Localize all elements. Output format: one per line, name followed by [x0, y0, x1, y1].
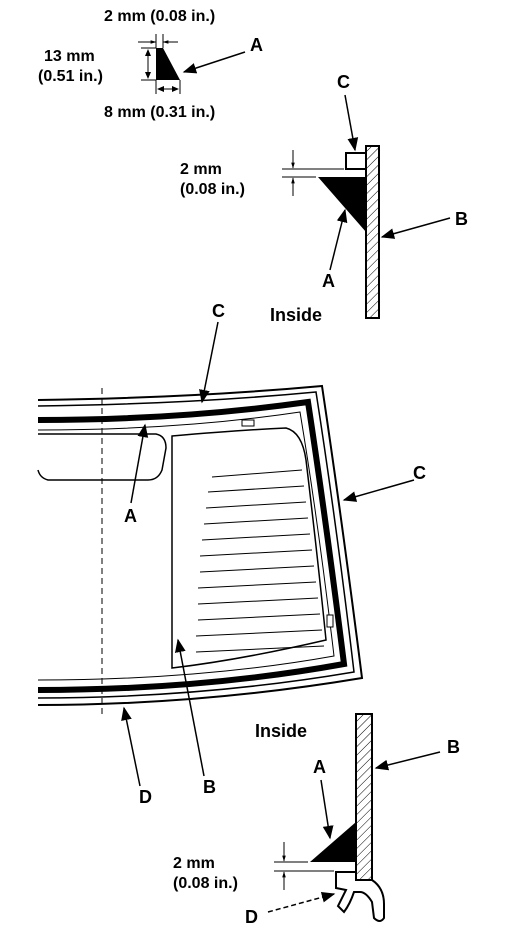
label-inside-upper: Inside	[270, 305, 323, 325]
dim-top-width: 2 mm (0.08 in.)	[104, 8, 216, 25]
dim-lower-gap-in: (0.08 in.)	[173, 875, 238, 892]
bead-profile-detail	[138, 34, 246, 94]
label-a-main: A	[124, 506, 137, 526]
label-a-bead: A	[250, 35, 263, 55]
label-b-main: B	[203, 777, 216, 797]
label-a-lower: A	[313, 757, 326, 777]
lower-section-detail	[267, 713, 441, 922]
label-c-main-top: C	[212, 301, 225, 321]
label-b-lower: B	[447, 737, 460, 757]
label-b-upper: B	[455, 209, 468, 229]
dim-height-in: (0.51 in.)	[38, 68, 103, 85]
label-c-upper: C	[337, 72, 350, 92]
label-c-main-side: C	[413, 463, 426, 483]
label-d-lower: D	[245, 907, 258, 927]
dim-upper-gap-in: (0.08 in.)	[180, 181, 245, 198]
dim-lower-gap-mm: 2 mm	[173, 855, 215, 872]
window-main-view	[37, 321, 415, 787]
dim-upper-gap-mm: 2 mm	[180, 161, 222, 178]
dim-base-width: 8 mm (0.31 in.)	[104, 104, 216, 121]
label-a-upper: A	[322, 271, 335, 291]
label-d-main: D	[139, 787, 152, 807]
label-inside-lower: Inside	[255, 721, 308, 741]
dim-height-mm: 13 mm	[44, 48, 95, 65]
upper-section-detail	[282, 94, 451, 319]
